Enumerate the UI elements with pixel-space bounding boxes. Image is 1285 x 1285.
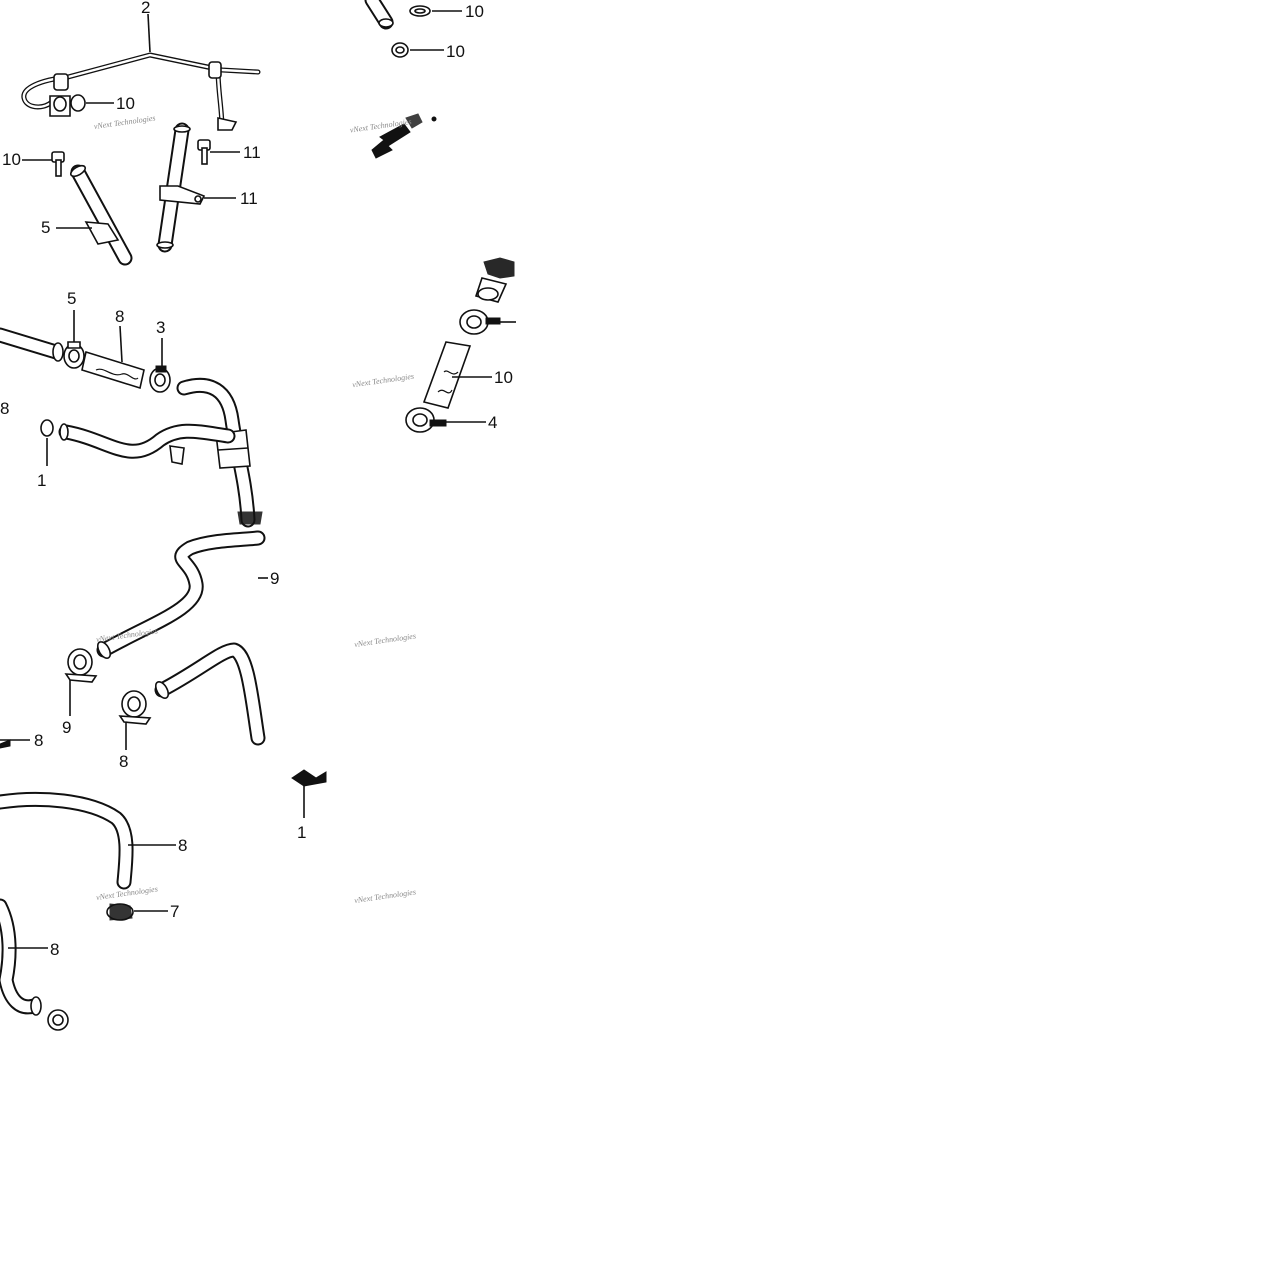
callout-7: 8	[178, 836, 187, 855]
svg-text:vNext Technologies: vNext Technologies	[352, 372, 415, 390]
callout-5: 5	[41, 218, 50, 237]
panel-top-left: 2 10 10 11 11 5	[2, 0, 261, 266]
callout-10: 10	[465, 2, 484, 21]
panel-middle-right: 10 4	[405, 257, 516, 433]
callout-2: 2	[141, 0, 150, 17]
callout-11: 10	[2, 150, 21, 169]
svg-text:vNext Technologies: vNext Technologies	[354, 631, 417, 649]
panel-lower-right: 1	[291, 769, 327, 842]
callout-8: 5	[67, 289, 76, 308]
panel-bottom-left: 8 7 8	[0, 791, 187, 1031]
callout-8: 9	[62, 718, 71, 737]
watermark: vNext Technologies	[354, 631, 417, 649]
o-ring	[40, 419, 54, 437]
callout-1: 8	[0, 399, 9, 418]
callout-9: 4	[488, 413, 497, 432]
panel-lower-left: 9 9 8 8	[0, 530, 279, 771]
callout-10: 10	[446, 42, 465, 61]
callout-8: 3	[156, 318, 165, 337]
callout-10: 1	[37, 471, 46, 490]
callout-3: 8	[115, 307, 124, 326]
watermark: vNext Technologies	[354, 887, 417, 905]
hose-3	[81, 350, 145, 390]
callout-4: 10	[494, 368, 513, 387]
panel-middle-left: 5 8 3 8 1	[0, 289, 263, 528]
callout-8: 7	[170, 902, 179, 921]
panel-top-right: 10 10	[364, 0, 484, 159]
bolt-icon	[51, 151, 65, 177]
hose-clamp-icon	[459, 309, 501, 335]
watermark: vNext Technologies	[352, 372, 415, 390]
hose-clamp-icon	[149, 365, 171, 393]
clip-icon	[291, 769, 327, 787]
callout-8: 8	[119, 752, 128, 771]
hose-clamp-icon	[64, 648, 98, 683]
callout-6: 8	[50, 940, 59, 959]
hose-clamp-icon	[118, 690, 152, 725]
watermark: vNext Technologies	[93, 113, 156, 131]
callout-9: 9	[270, 569, 279, 588]
hose-clamp-icon	[405, 407, 447, 433]
bolt-icon	[197, 139, 211, 165]
callout-11: 11	[243, 143, 261, 162]
svg-text:vNext Technologies: vNext Technologies	[93, 113, 156, 131]
hose-clamp-icon	[106, 903, 134, 921]
hose-clamp-icon	[63, 341, 85, 369]
hose-clamp-icon	[47, 1009, 69, 1031]
callout-10: 10	[116, 94, 135, 113]
svg-text:vNext Technologies: vNext Technologies	[354, 887, 417, 905]
callout-1: 8	[34, 731, 43, 750]
hose-4	[422, 341, 472, 409]
direction-arrow-icon	[371, 113, 437, 159]
callout-5: 11	[240, 189, 258, 208]
callout-8: 1	[297, 823, 306, 842]
